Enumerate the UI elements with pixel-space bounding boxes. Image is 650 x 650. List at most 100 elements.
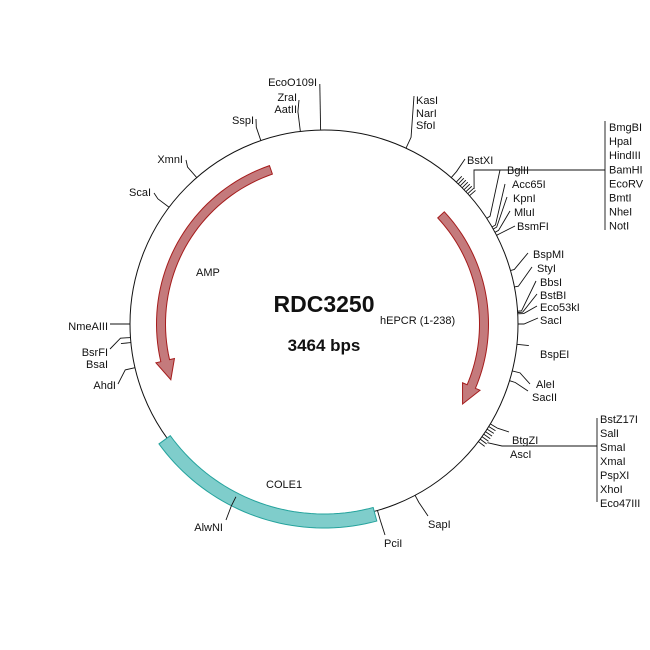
eco53ki-tick [517,305,538,315]
site-label-bstbi[interactable]: BstBI [540,290,566,302]
site-label-xmni[interactable]: XmnI [157,154,183,166]
alei-tick [512,370,531,385]
xmni-tick [185,159,198,178]
bglii-tick [486,169,501,219]
bsai-tick [120,342,131,345]
bspmi-tick [510,252,529,271]
acc65i-tick [491,183,506,228]
site-label-bspei[interactable]: BspEI [540,349,569,361]
scai-tick [153,192,170,208]
sapi-tick [414,495,429,517]
restriction-site-ticks [109,84,606,536]
mcs1-1-tick [457,177,465,185]
site-label-ecorv[interactable]: EcoRV [609,178,644,190]
site-label-btgzi[interactable]: BtgZI [512,435,538,447]
site-label-nari[interactable]: NarI [416,108,437,120]
btgzi-leader [497,427,510,433]
bsmfi-tick [496,225,516,236]
mcs1-2-tick [459,179,467,187]
mlui-tick [494,210,511,233]
site-label-bglii[interactable]: BglII [507,165,529,177]
mcs2-7-tick [478,441,485,447]
sspi-tick [255,118,262,141]
plasmid-name: RDC3250 [274,291,375,317]
cole1-band[interactable] [158,434,378,529]
site-label-scai[interactable]: ScaI [129,187,151,199]
site-label-bsrfi[interactable]: BsrFI [82,347,108,359]
feature-label-amp: AMP [196,267,220,279]
bstbi-tick [517,293,538,313]
site-label-asci[interactable]: AscI [510,449,531,461]
site-label-eco47iii[interactable]: Eco47III [600,498,640,510]
site-label-mlui[interactable]: MluI [514,207,535,219]
mcs1-5-tick [465,185,473,193]
site-label-bmgbi[interactable]: BmgBI [609,122,642,134]
bspei-tick [516,343,529,346]
alwni-tick [225,496,237,521]
site-label-bstxi[interactable]: BstXI [467,155,493,167]
mcs2-4-tick [483,433,491,440]
saci-tick [518,317,539,325]
site-label-alwni[interactable]: AlwNI [194,522,223,534]
feature-label-cole1: COLE1 [266,479,302,491]
site-label-bstz17i[interactable]: BstZ17I [600,414,638,426]
site-label-bsai[interactable]: BsaI [86,359,108,371]
sacii-tick [509,380,529,392]
site-label-bbsi[interactable]: BbsI [540,277,562,289]
site-label-kpni[interactable]: KpnI [513,193,536,205]
plasmid-size: 3464 bps [288,336,361,355]
site-label-alei[interactable]: AleI [536,379,555,391]
amp-arrow[interactable] [154,164,274,381]
mcs2-1-tick [488,426,496,432]
ahdi-tick [117,367,136,385]
site-label-sspi[interactable]: SspI [232,115,254,127]
site-label-bamhi[interactable]: BamHI [609,164,643,176]
site-label-acc65i[interactable]: Acc65I [512,179,546,191]
site-label-eco53ki[interactable]: Eco53kI [540,302,580,314]
site-label-noti[interactable]: NotI [609,221,629,233]
bstxi-tick [450,158,466,178]
kpni-tick [492,196,508,230]
site-label-nmeaiii[interactable]: NmeAIII [68,321,108,333]
mcs1-3-tick [461,181,469,189]
pcii-tick [377,510,386,536]
site-label-ahdi[interactable]: AhdI [93,380,116,392]
site-label-hindiii[interactable]: HindIII [609,150,641,162]
styi-tick [514,266,533,288]
mcs1-leader [473,169,605,189]
site-label-styi[interactable]: StyI [537,263,556,275]
site-label-nhei[interactable]: NheI [609,207,632,219]
mcs2-leader [487,442,597,447]
site-label-ecoo109i[interactable]: EcoO109I [268,77,317,89]
site-label-sali[interactable]: SalI [600,428,619,440]
kasi-tick [405,95,415,149]
site-label-bsmfi[interactable]: BsmFI [517,221,549,233]
site-label-smai[interactable]: SmaI [600,442,626,454]
site-label-saci[interactable]: SacI [540,315,562,327]
mcs1-0-tick [455,175,463,183]
mcs1-4-tick [463,183,471,191]
site-label-sfoi[interactable]: SfoI [416,120,436,132]
bsrfi-tick [109,337,131,350]
site-label-sapi[interactable]: SapI [428,519,451,531]
site-label-sacii[interactable]: SacII [532,392,557,404]
site-label-xhoi[interactable]: XhoI [600,484,623,496]
site-label-xmai[interactable]: XmaI [600,456,626,468]
hepcr-arrow[interactable] [437,211,489,406]
site-label-hpai[interactable]: HpaI [609,136,632,148]
site-label-bspmi[interactable]: BspMI [533,249,564,261]
mcs2-0-tick [490,423,498,429]
site-label-kasi[interactable]: KasI [416,95,438,107]
mcs2-3-tick [485,431,493,437]
mcs1-7-tick [469,190,476,197]
ecoo109i-tick [319,84,322,131]
mcs2-6-tick [479,438,487,445]
site-label-pcii[interactable]: PciI [384,538,402,550]
site-label-pspxi[interactable]: PspXI [600,470,629,482]
site-label-bmti[interactable]: BmtI [609,193,632,205]
site-label-aatii[interactable]: AatII [274,104,297,116]
feature-label-hepcr: hEPCR (1-238) [380,315,455,327]
site-label-zrai[interactable]: ZraI [277,92,297,104]
